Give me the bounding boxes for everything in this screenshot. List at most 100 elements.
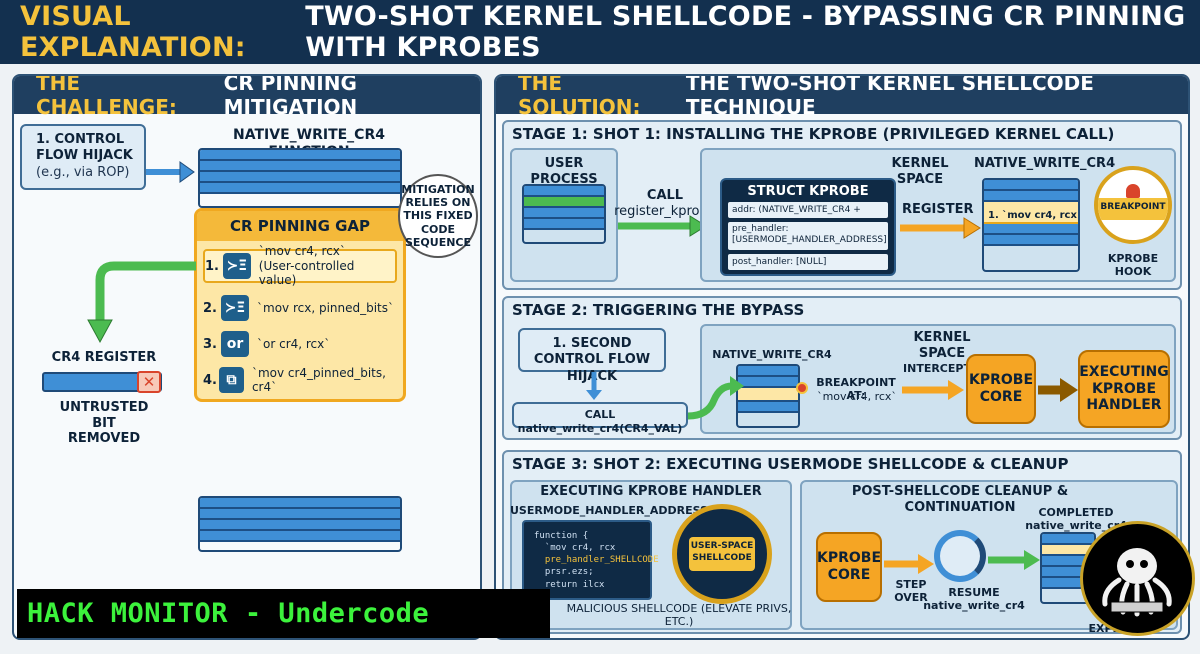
challenge-panel: THE CHALLENGE: CR PINNING MITIGATION 1. … (12, 74, 482, 640)
kprobe-core-box-3: KPROBE CORE (816, 532, 882, 602)
solution-heading: THE SOLUTION: THE TWO-SHOT KERNEL SHELLC… (496, 76, 1188, 119)
breakpoint-at-label: BREAKPOINT AT: (816, 376, 896, 403)
register-kprobe-call: register_kprobe() (614, 204, 726, 219)
cleanup-title: POST-SHELLCODE CLEANUP & CONTINUATION (851, 484, 1069, 515)
challenge-heading-hl: THE CHALLENGE: (36, 74, 177, 119)
gap-row-text: `mov cr4, rcx`(User-controlled value) (259, 244, 395, 287)
row-4-code: `mov cr4_pinned_bits, cr4` (251, 365, 386, 394)
struct-kprobe-box: STRUCT KPROBE addr: (NATIVE_WRITE_CR4 + … (720, 178, 896, 276)
exec-handler-box-2: EXECUTING KPROBE HANDLER (1078, 350, 1170, 428)
stage-3-title: STAGE 3: SHOT 2: EXECUTING USERMODE SHEL… (512, 455, 1069, 473)
gap-row-num: 3. (203, 336, 217, 352)
call-native-box: CALL native_write_cr4(CR4_VAL) (512, 402, 688, 435)
code-line: prsr.ezs; (534, 567, 594, 578)
gap-row-4: 4. ⧉ `mov cr4_pinned_bits, cr4` (203, 363, 397, 397)
stage-2: STAGE 2: TRIGGERING THE BYPASS 1. SECOND… (502, 296, 1182, 440)
solution-heading-text: THE TWO-SHOT KERNEL SHELLCODE TECHNIQUE (685, 74, 1094, 119)
intercept-arrow (902, 380, 964, 400)
struct-addr: addr: (NATIVE_WRITE_CR4 + offset) (728, 202, 888, 231)
user-space-shellcode: USER-SPACE SHELLCODE (689, 537, 755, 571)
untrusted-bit-label: UNTRUSTED BIT REMOVED (59, 400, 149, 447)
register-arrow (900, 217, 981, 239)
step-over-arrow (884, 554, 934, 574)
core-to-handler-arrow (1038, 378, 1078, 402)
native-stack-1 (982, 178, 1080, 272)
mitigation-thought-cloud: MITIGATION RELIES ON THIS FIXED CODE SEQ… (398, 174, 478, 258)
resume-cycle-icon (934, 530, 986, 582)
call-green-arrow (687, 376, 744, 420)
cr4-register-bar (42, 372, 162, 392)
code-line: function { (534, 531, 589, 541)
remove-x-icon: ✕ (137, 371, 161, 393)
or-icon: or (221, 331, 249, 357)
main-banner: VISUAL EXPLANATION: TWO-SHOT KERNEL SHEL… (0, 0, 1200, 64)
code-icon: ≻Ξ (221, 295, 249, 321)
kprobe-hook-label: KPROBE HOOK (1107, 252, 1159, 279)
gap-row-num: 4. (203, 372, 217, 388)
code-line-highlight: pre_handler_SHELLCODE (534, 555, 659, 566)
struct-post-handler: post_handler: [NULL] (728, 254, 888, 270)
stage-1-title: STAGE 1: SHOT 1: INSTALLING THE KPROBE (… (512, 125, 1115, 143)
challenge-heading: THE CHALLENGE: CR PINNING MITIGATION (14, 76, 480, 119)
kernel-space-label-1: KERNEL SPACE (891, 156, 949, 187)
gap-row-num: 1. (205, 258, 219, 274)
hijack-title: 1. CONTROL FLOW HIJACK (36, 132, 133, 164)
cr4-register-label: CR4 REGISTER (51, 350, 157, 365)
completed-stack (1040, 532, 1096, 604)
stage-2-title: STAGE 2: TRIGGERING THE BYPASS (512, 301, 805, 319)
gap-title: CR PINNING GAP (197, 211, 403, 241)
native-func-stack-bottom (198, 496, 402, 552)
hijack-sub: (e.g., via ROP) (36, 164, 130, 180)
code-line: `mov cr4, rcx (534, 543, 616, 554)
struct-kprobe-title: STRUCT KPROBE (747, 184, 869, 199)
kernel-space-label-2: KERNEL SPACE (913, 330, 971, 361)
intercept-label: INTERCEPT (903, 362, 971, 375)
call-arrow (618, 215, 707, 237)
breakpoint-label: BREAKPOINT (1100, 202, 1166, 212)
control-flow-hijack-box: 1. CONTROL FLOW HIJACK (e.g., via ROP) (20, 124, 146, 190)
code-line: return ilcx (534, 579, 605, 590)
stage-1: STAGE 1: SHOT 1: INSTALLING THE KPROBE (… (502, 120, 1182, 290)
register-label: REGISTER (902, 202, 974, 217)
resume-label: RESUME native_write_cr4 (923, 586, 1025, 613)
usermode-handler-address: USERMODE_HANDLER_ADDRESS (510, 504, 708, 517)
challenge-heading-text: CR PINNING MITIGATION (223, 74, 358, 119)
malicious-shellcode-label: MALICIOUS SHELLCODE (ELEVATE PRIVS, ETC.… (566, 602, 792, 629)
shellcode-magnifier: USER-SPACE SHELLCODE (672, 504, 772, 604)
copy-icon: ⧉ (219, 367, 244, 393)
kprobe-core-box-2: KPROBE CORE (966, 354, 1036, 424)
second-hijack-box: 1. SECOND CONTROL FLOW HIJACK (518, 328, 666, 384)
row-2-code: `mov rcx, pinned_bits` (257, 300, 395, 315)
octopus-icon (1102, 548, 1172, 617)
user-process-stack (522, 184, 606, 244)
exec-handler-title: EXECUTING KPROBE HANDLER (540, 484, 762, 499)
gap-row-3: 3. or `or cr4, rcx` (203, 327, 397, 361)
native-mov-line: 1. `mov cr4, rcx (988, 210, 1077, 221)
breakpoint-magnifier: BREAKPOINT (1094, 166, 1172, 244)
row-1-code: `mov cr4, rcx` (258, 244, 346, 259)
hijack-arrow (146, 161, 195, 183)
native-func-stack-top (198, 148, 402, 208)
shellcode-block: function { `mov cr4, rcx pre_handler_SHE… (522, 520, 659, 602)
code-icon: ≻Ξ (222, 253, 251, 279)
native-stack-2 (736, 364, 800, 428)
gap-row-2: 2. ≻Ξ `mov rcx, pinned_bits` (203, 291, 397, 325)
cr-pinning-gap: CR PINNING GAP 1. ≻Ξ `mov cr4, rcx`(User… (194, 208, 406, 402)
solution-panel: THE SOLUTION: THE TWO-SHOT KERNEL SHELLC… (494, 74, 1190, 640)
breakpoint-code: `mov cr4, rcx` (817, 390, 897, 403)
alarm-icon (1126, 184, 1140, 198)
hijack-down-arrow (586, 372, 602, 400)
resume-arrow (988, 550, 1040, 570)
hack-monitor-watermark: HACK MONITOR - Undercode (17, 589, 550, 638)
native-label-2: NATIVE_WRITE_CR4 (712, 348, 832, 361)
step-over-label: STEP OVER (894, 578, 928, 605)
completed-label: COMPLETED native_write_cr4 (1025, 506, 1127, 533)
cr4-green-arrow (87, 261, 196, 344)
octopus-logo (1080, 521, 1195, 636)
banner-highlight: VISUAL EXPLANATION: (20, 1, 246, 63)
breakpoint-dot (796, 382, 808, 394)
gap-row-num: 2. (203, 300, 217, 316)
row-1-sub: (User-controlled value) (258, 258, 355, 288)
native-label-1: NATIVE_WRITE_CR4 (974, 156, 1116, 171)
gap-row-1: 1. ≻Ξ `mov cr4, rcx`(User-controlled val… (203, 244, 397, 287)
